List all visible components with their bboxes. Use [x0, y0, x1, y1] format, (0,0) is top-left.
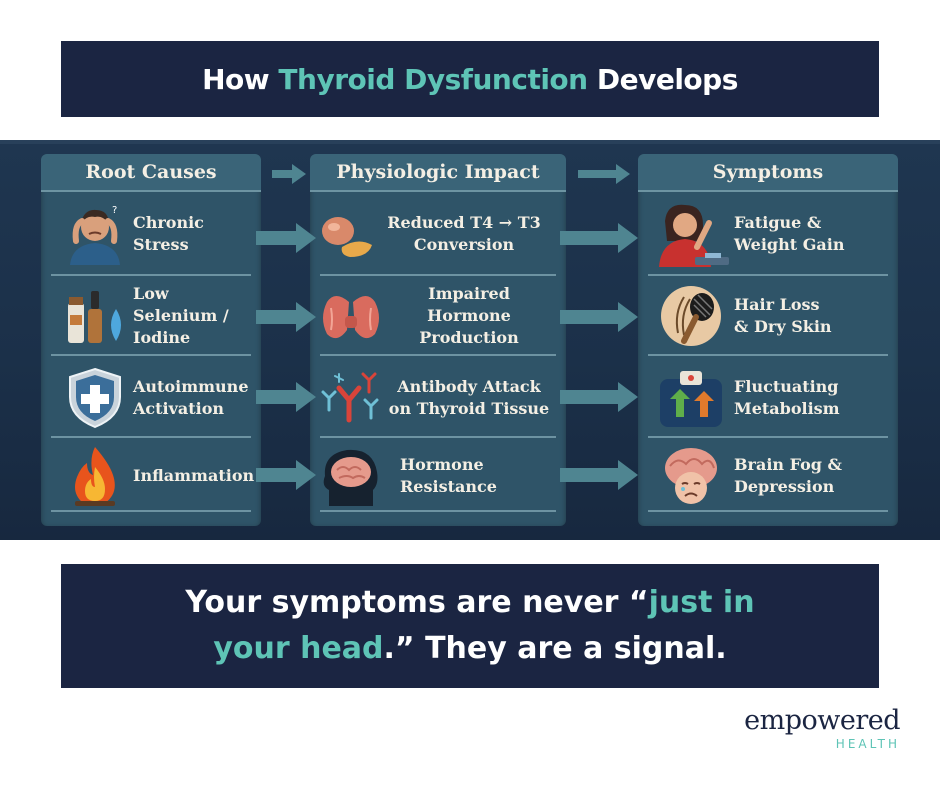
header-arrow-1 — [272, 164, 306, 184]
row-divider — [320, 354, 556, 356]
row-divider — [648, 510, 888, 512]
row-divider — [320, 436, 556, 438]
tired-woman-scale-icon — [648, 201, 734, 267]
flow-arrow — [560, 302, 638, 332]
symptom-label: Brain Fog &Depression — [734, 455, 842, 496]
row-divider — [648, 274, 888, 276]
empowered-health-logo: empowered HEALTH — [744, 706, 900, 752]
message-accent: just in your head — [213, 585, 755, 666]
row-divider — [648, 354, 888, 356]
shield-cross-icon — [57, 367, 133, 429]
message-pre: Your symptoms are never “ — [185, 585, 649, 620]
supplement-bottles-icon — [57, 283, 133, 349]
thyroid-gland-icon — [316, 288, 386, 344]
title-accent: Thyroid Dysfunction — [278, 62, 588, 96]
stressed-person-icon: ? — [57, 201, 133, 267]
flame-icon — [57, 445, 133, 507]
column-heading: Root Causes — [41, 154, 261, 192]
title-banner: How Thyroid Dysfunction Develops — [61, 41, 879, 117]
diagram-edge — [0, 140, 940, 144]
flow-arrow — [256, 223, 316, 253]
row-divider — [51, 510, 251, 512]
flow-arrow — [560, 223, 638, 253]
column-symptoms: Symptoms Fatigue &Weight Gain — [638, 154, 898, 526]
logo-name: empowered — [744, 705, 900, 736]
hairbrush-icon — [648, 283, 734, 349]
cause-row-inflammation: Inflammation — [41, 436, 261, 516]
message-banner: Your symptoms are never “just in your he… — [61, 564, 879, 688]
flow-arrow — [560, 460, 638, 490]
scale-arrows-icon — [648, 367, 734, 429]
svg-text:?: ? — [112, 205, 117, 216]
brain-head-icon — [316, 446, 386, 506]
flow-arrow — [560, 382, 638, 412]
row-divider — [51, 274, 251, 276]
column-heading: Symptoms — [638, 154, 898, 192]
logo-sub: HEALTH — [835, 737, 900, 751]
organs-icon — [316, 209, 376, 259]
row-divider — [51, 354, 251, 356]
row-divider — [320, 510, 556, 512]
header-arrow-2 — [578, 164, 630, 184]
antibodies-icon — [316, 370, 386, 426]
row-divider — [51, 436, 251, 438]
message-post: .” They are a signal. — [383, 631, 727, 666]
heading-physiologic-impact: Physiologic Impact — [336, 161, 540, 183]
symptom-label: Hair Loss& Dry Skin — [734, 295, 832, 336]
page-title: How Thyroid Dysfunction Develops — [202, 63, 738, 96]
heading-root-causes: Root Causes — [85, 161, 217, 183]
symptom-label: Fatigue &Weight Gain — [734, 213, 845, 254]
sad-brain-icon — [648, 444, 734, 508]
title-post: Develops — [587, 62, 739, 96]
title-pre: How — [202, 62, 279, 96]
symptom-row-brainfog: Brain Fog &Depression — [638, 436, 898, 516]
row-divider — [648, 436, 888, 438]
heading-symptoms: Symptoms — [712, 161, 824, 183]
flow-arrow — [256, 302, 316, 332]
symptom-row-fatigue: Fatigue &Weight Gain — [638, 194, 898, 274]
cause-label: Inflammation — [133, 466, 255, 485]
symptom-row-hair: Hair Loss& Dry Skin — [638, 276, 898, 356]
row-divider — [320, 274, 556, 276]
flow-arrow — [256, 460, 316, 490]
message-text: Your symptoms are never “just in your he… — [150, 580, 790, 672]
flow-arrow — [256, 382, 316, 412]
column-heading: Physiologic Impact — [310, 154, 566, 192]
